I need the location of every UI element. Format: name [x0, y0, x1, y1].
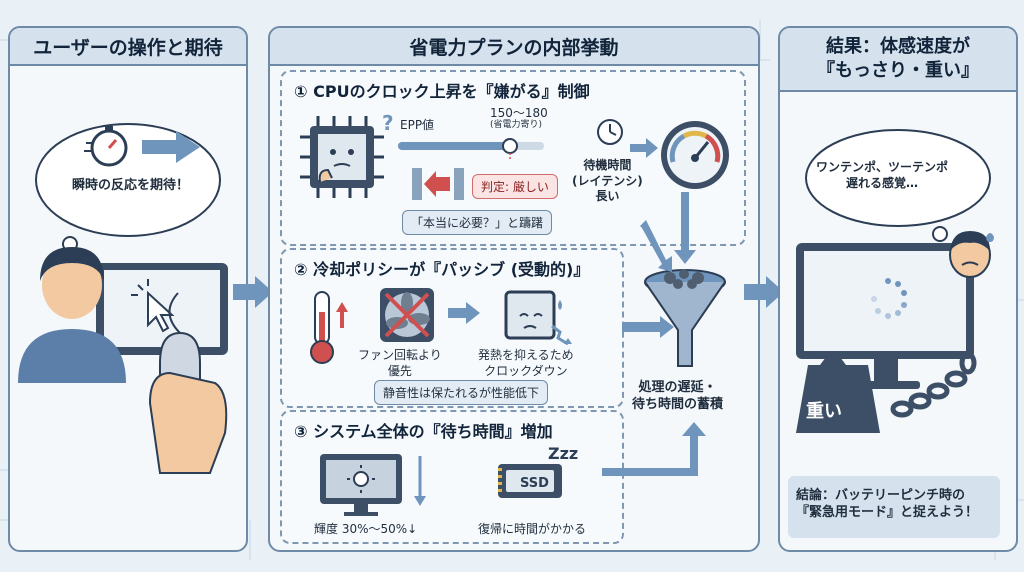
- cooling-policy-section-title: ② 冷却ポリシーが『パッシブ (受動的)』: [294, 260, 590, 279]
- thermometer-icon: [310, 291, 348, 364]
- speedometer-icon: [661, 121, 729, 189]
- funnel-input-arrows: [602, 192, 706, 476]
- user-at-computer-illustration: [18, 247, 228, 474]
- epp-note: (省電力寄り): [490, 120, 543, 130]
- ssd-label: SSD: [520, 476, 549, 491]
- question-mark: ?: [382, 111, 394, 135]
- hesitation-note: 「本当に必要？」と躊躇: [402, 210, 553, 235]
- dim-monitor-icon: [320, 454, 402, 516]
- ssd-sleep-icon: [498, 464, 562, 498]
- down-arrow-icon: [414, 456, 426, 506]
- latency-label: 待機時間 (レイテンシ) 長い: [572, 158, 643, 204]
- delay-funnel-icon: [644, 269, 726, 367]
- forward-arrow-icon: [142, 131, 200, 163]
- sleep-zzz: Zzz: [548, 444, 579, 463]
- clock-icon: [597, 119, 623, 145]
- sluggish-feeling-text: ワンテンポ、ツーテンポ 遅れる感覚…: [816, 160, 949, 190]
- cpu-clock-section: ① CPUのクロック上昇を『嫌がる』制御 ? EPP値 150〜180 (省電力…: [280, 70, 746, 246]
- fan-label: ファン回転より 優先: [358, 348, 442, 378]
- user-panel-title: ユーザーの操作と期待: [33, 36, 223, 59]
- slow-computer-illustration: [796, 231, 994, 433]
- cooling-arrow: [448, 302, 480, 324]
- power-plan-panel-header: 省電力プランの内部挙動: [270, 28, 758, 66]
- judgement-badge: 判定: 厳しい: [472, 174, 558, 199]
- system-wait-section: ③ システム全体の『待ち時間』増加 輝度 30%〜50%↓ SSD Zzz 復帰…: [280, 410, 624, 544]
- brightness-label: 輝度 30%〜50%↓: [314, 522, 418, 536]
- cpu-clock-section-title: ① CPUのクロック上昇を『嫌がる』制御: [294, 82, 590, 101]
- power-plan-panel: 省電力プランの内部挙動 ① CPUのクロック上昇を『嫌がる』制御 ? EPP値 …: [268, 26, 760, 552]
- epp-slider: [398, 138, 544, 160]
- cpu-chip-thinking-icon: [300, 116, 384, 198]
- system-wait-section-title: ③ システム全体の『待ち時間』増加: [294, 422, 553, 441]
- flow-arrow-2: [744, 276, 784, 308]
- power-plan-panel-title: 省電力プランの内部挙動: [409, 36, 619, 59]
- throttle-gate-icon: [412, 168, 464, 200]
- clockdown-label: 発熱を抑えるため クロックダウン: [478, 348, 574, 378]
- flow-arrow-1: [233, 276, 273, 308]
- conclusion-text: 結論：バッテリーピンチ時の 『緊急用モード』と捉えよう！: [796, 488, 979, 520]
- heavy-weight-label: 重い: [806, 401, 842, 422]
- conclusion-box: 結論：バッテリーピンチ時の 『緊急用モード』と捉えよう！: [788, 476, 1000, 538]
- hot-cpu-icon: [504, 290, 572, 346]
- resume-label: 復帰に時間がかかる: [478, 522, 587, 536]
- cooling-summary: 静音性は保たれるが性能低下: [374, 380, 549, 405]
- fan-disabled-icon: [380, 288, 434, 342]
- epp-label: EPP値: [400, 118, 435, 132]
- epp-range: 150〜180: [490, 106, 548, 120]
- funnel-label: 処理の遅延・ 待ち時間の蓄積: [632, 380, 724, 412]
- result-panel: 結果：体感速度が 『もっさり・重い』 ワンテンポ、ツーテンポ 遅れる感覚… 重い…: [778, 26, 1018, 552]
- latency-arrow: [630, 138, 658, 158]
- sluggish-thought-bubble: [805, 129, 991, 255]
- user-panel: ユーザーの操作と期待 瞬時の反応を期待！: [8, 26, 248, 552]
- expectation-text: 瞬時の反応を期待！: [72, 178, 190, 193]
- result-panel-title: 結果：体感速度が 『もっさり・重い』: [817, 35, 979, 81]
- cooling-policy-section: ② 冷却ポリシーが『パッシブ (受動的)』 ファン回転より 優先 発熱を抑えるた: [280, 248, 624, 408]
- result-panel-header: 結果：体感速度が 『もっさり・重い』: [780, 28, 1016, 92]
- stopwatch-icon: [84, 126, 128, 167]
- user-panel-header: ユーザーの操作と期待: [10, 28, 246, 66]
